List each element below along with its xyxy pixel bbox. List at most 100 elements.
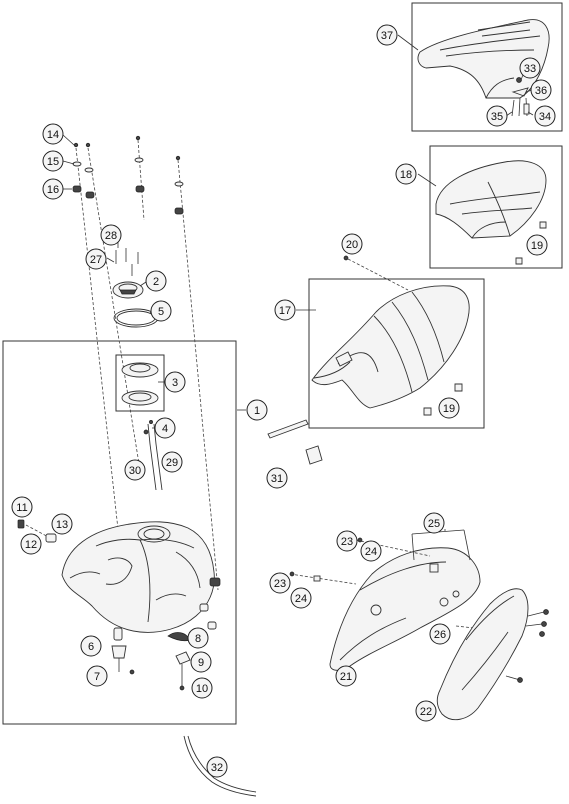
side-cover-left-part (289, 529, 481, 671)
callout-23: 23 (269, 572, 291, 594)
callout-35: 35 (486, 105, 508, 127)
callout-8: 8 (187, 627, 209, 649)
callout-circle (269, 572, 291, 594)
callout-circle (526, 234, 548, 256)
callout-label: 8 (195, 633, 201, 645)
callout-23: 23 (336, 530, 358, 552)
callout-circle (42, 123, 64, 145)
callout-29: 29 (161, 451, 183, 473)
callout-label: 2 (153, 276, 159, 288)
callout-17: 17 (274, 299, 296, 321)
front-seat-buffers (423, 383, 463, 416)
tank-side-bolt (17, 519, 57, 543)
callout-11: 11 (11, 496, 33, 518)
callout-label: 4 (162, 423, 168, 435)
callout-circle (395, 163, 417, 185)
callout-circle (335, 665, 357, 687)
callout-26: 26 (429, 623, 451, 645)
callout-label: 23 (274, 578, 286, 590)
drain-hose-part (183, 735, 257, 797)
callout-circle (51, 513, 73, 535)
callout-19: 19 (438, 397, 460, 419)
callout-label: 24 (365, 546, 377, 558)
callout-37: 37 (376, 24, 398, 46)
seat-cowl-part (417, 19, 550, 99)
callout-label: 19 (443, 403, 455, 415)
callout-label: 7 (94, 671, 100, 683)
callout-circle (191, 677, 213, 699)
callout-circle (423, 512, 445, 534)
callout-label: 9 (198, 657, 204, 669)
callout-27: 27 (85, 248, 107, 270)
callout-label: 31 (271, 473, 283, 485)
callout-21: 21 (335, 665, 357, 687)
rear-seat-buffers (515, 221, 547, 265)
callout-label: 24 (295, 593, 307, 605)
callout-circle (530, 79, 552, 101)
callout-16: 16 (42, 178, 64, 200)
callout-circle (519, 57, 541, 79)
callout-circle (206, 756, 228, 778)
callout-label: 11 (16, 502, 27, 514)
callout-31: 31 (266, 467, 288, 489)
callout-label: 14 (47, 129, 59, 141)
seat-screw-20 (343, 255, 409, 291)
callout-circle (360, 540, 382, 562)
callout-label: 18 (400, 169, 412, 181)
fuel-pump-part (111, 627, 135, 675)
rear-seat-frame (429, 145, 563, 269)
rear-seat-part (435, 160, 547, 239)
callout-circle (164, 371, 186, 393)
callout-25: 25 (423, 512, 445, 534)
breather-hoses (143, 420, 163, 491)
callout-circle (161, 451, 183, 473)
callout-label: 22 (420, 706, 432, 718)
callout-circle (534, 105, 556, 127)
fuel-seal-part (167, 632, 191, 691)
callout-circle (415, 700, 437, 722)
callout-label: 21 (340, 671, 352, 683)
callout-circle (85, 248, 107, 270)
callout-36: 36 (530, 79, 552, 101)
callout-13: 13 (51, 513, 73, 535)
callout-circle (124, 459, 146, 481)
callout-label: 29 (166, 457, 178, 469)
callout-label: 16 (47, 184, 59, 196)
callout-label: 28 (105, 230, 117, 242)
callout-6: 6 (80, 635, 102, 657)
callout-1: 1 (246, 399, 268, 421)
callout-label: 1 (254, 405, 260, 417)
callout-circle (42, 150, 64, 172)
callout-label: 20 (346, 239, 358, 251)
callout-label: 32 (211, 762, 223, 774)
callout-circle (150, 300, 172, 322)
callout-label: 30 (129, 465, 141, 477)
callout-circle (11, 496, 33, 518)
callout-circle (145, 270, 167, 292)
callout-label: 5 (158, 306, 164, 318)
callout-12: 12 (20, 533, 42, 555)
callout-label: 13 (56, 519, 68, 531)
filler-flange-part (115, 354, 165, 412)
rear-seat-cover-frame (411, 2, 563, 132)
callout-circle (336, 530, 358, 552)
callout-circle (86, 665, 108, 687)
callout-circle (20, 533, 42, 555)
callout-24: 24 (290, 587, 312, 609)
callout-circle (80, 635, 102, 657)
callout-15: 15 (42, 150, 64, 172)
callout-20: 20 (341, 233, 363, 255)
protection-strip-part (267, 419, 323, 465)
callout-label: 34 (539, 111, 551, 123)
callout-label: 37 (381, 30, 393, 42)
callout-18: 18 (395, 163, 417, 185)
callout-4: 4 (154, 417, 176, 439)
callout-33: 33 (519, 57, 541, 79)
callout-circle (154, 417, 176, 439)
front-seat-frame (308, 278, 485, 429)
callout-label: 26 (434, 629, 446, 641)
callout-34: 34 (534, 105, 556, 127)
callout-label: 10 (196, 683, 208, 695)
